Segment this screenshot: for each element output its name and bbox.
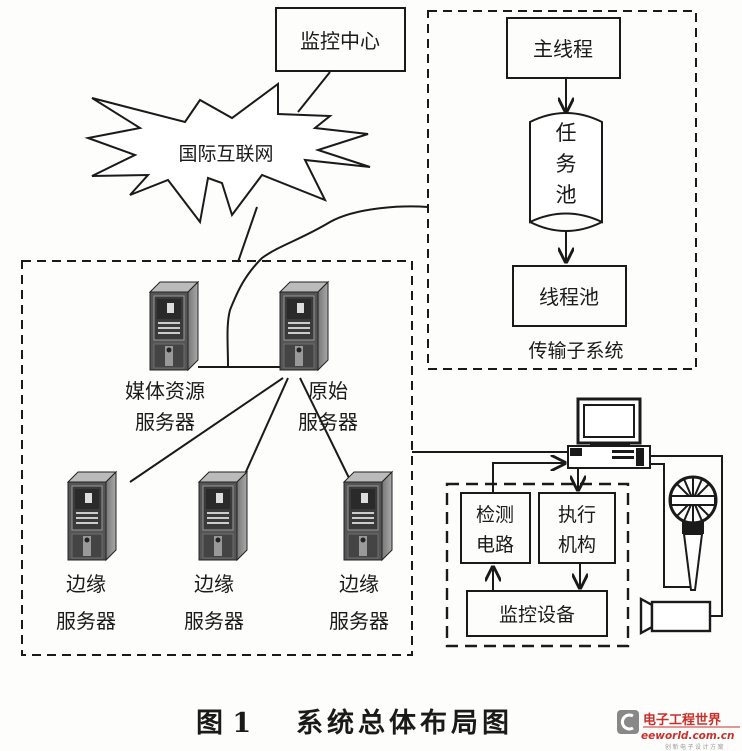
main-thread-box — [506, 17, 621, 79]
detection-circuit-label-1: 检测 — [476, 504, 514, 526]
edge-server-3: 边缘 服务器 — [329, 471, 393, 633]
caption-title: 系统总体布局图 — [296, 707, 513, 739]
arrow-detection-to-computer — [492, 463, 565, 492]
server-icon — [198, 471, 248, 561]
task-pool-char-2: 务 — [556, 152, 577, 176]
thread-pool-box — [512, 265, 627, 327]
link-computer-camera — [650, 455, 723, 617]
server-icon — [67, 471, 117, 561]
edge-server-3-label-1: 边缘 — [339, 572, 379, 596]
watermark-brand-cn: 电子工程世界 — [643, 712, 721, 728]
task-pool-cylinder: 任 务 池 — [529, 112, 603, 232]
link-origin-edge-1 — [129, 377, 284, 483]
server-cluster: 媒体资源 服务器 原始 服务器 边缘 服务器 边缘 服务器 边缘 服务器 — [21, 260, 413, 656]
origin-server-label-1: 原始 — [308, 379, 348, 403]
edge-server-1-label-2: 服务器 — [56, 609, 116, 633]
edge-server-2: 边缘 服务器 — [184, 471, 248, 633]
monitoring-device-box — [466, 590, 608, 637]
detection-circuit-box — [460, 492, 531, 564]
actuator-label-1: 执行 — [558, 504, 596, 526]
caption-number: 图 1 — [196, 708, 251, 739]
thread-pool-label: 线程池 — [539, 285, 599, 309]
link-transmission-cluster — [226, 205, 429, 367]
computer-icon — [567, 397, 651, 469]
link-monitor-internet — [297, 71, 331, 113]
detection-circuit-label-2: 电路 — [476, 534, 514, 556]
server-icon — [343, 471, 393, 561]
watermark-slogan: 创新电子设计方案 — [665, 743, 725, 751]
edge-server-2-label-2: 服务器 — [184, 609, 244, 633]
internet-cloud: 国际互联网 — [84, 82, 371, 225]
task-pool-char-1: 任 — [556, 121, 577, 145]
origin-server-label-2: 服务器 — [298, 410, 358, 434]
figure-caption: 图 1 系统总体布局图 — [196, 707, 513, 739]
edge-server-1: 边缘 服务器 — [56, 471, 117, 633]
eeworld-logo-icon — [617, 710, 639, 734]
internet-label: 国际互联网 — [178, 143, 273, 165]
edge-server-1-label-1: 边缘 — [66, 572, 106, 596]
origin-server: 原始 服务器 — [279, 281, 358, 434]
transmission-subsystem-title: 传输子系统 — [528, 340, 623, 362]
link-origin-edge-2 — [239, 377, 289, 486]
media-server-label-1: 媒体资源 — [125, 379, 205, 403]
monitoring-device-label: 监控设备 — [499, 604, 575, 626]
task-pool-char-3: 池 — [556, 183, 577, 207]
link-computer-microphone — [650, 463, 690, 588]
monitor-center-box: 监控中心 — [275, 7, 406, 72]
edge-server-3-label-2: 服务器 — [329, 609, 389, 633]
server-icon — [149, 281, 199, 371]
main-thread-label: 主线程 — [533, 37, 593, 61]
edge-server-2-label-1: 边缘 — [194, 572, 234, 596]
watermark: 电子工程世界 eeworld.com.cn 创新电子设计方案 — [617, 710, 740, 751]
transmission-subsystem: 主线程 任 务 池 线程池 传输子系统 — [427, 10, 697, 370]
actuator-label-2: 机构 — [558, 534, 596, 556]
media-server-label-2: 服务器 — [135, 410, 195, 434]
actuator-box — [538, 492, 616, 564]
microphone-icon — [668, 475, 718, 591]
monitor-center-label: 监控中心 — [300, 29, 380, 53]
server-icon — [279, 281, 329, 371]
watermark-url: eeworld.com.cn — [641, 730, 735, 742]
camera-icon — [639, 596, 712, 636]
media-server: 媒体资源 服务器 — [125, 281, 205, 434]
monitor-site: 检测 电路 执行 机构 监控设备 — [445, 463, 630, 648]
link-origin-edge-3 — [299, 377, 351, 481]
link-internet-cluster — [237, 206, 258, 263]
